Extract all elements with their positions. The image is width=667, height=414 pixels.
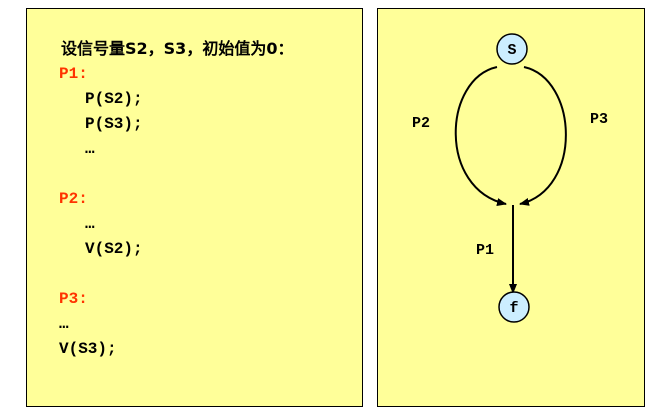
p2-line-1: … — [85, 215, 95, 233]
node-f — [498, 291, 530, 323]
node-s-label: S — [507, 42, 516, 59]
p1-line-1: P(S2); — [85, 90, 143, 108]
code-panel: 设信号量S2，S3，初始值为0： P1: P(S2); P(S3); … P2:… — [26, 8, 363, 407]
precedence-graph: S f P2 P3 P1 — [412, 33, 608, 323]
edge-p3-label: P3 — [590, 111, 608, 128]
node-f-label: f — [509, 300, 518, 317]
precedence-graph-panel: S f P2 P3 P1 — [377, 8, 645, 407]
p3-line-2: V(S3); — [59, 340, 117, 358]
p1-label: P1: — [59, 65, 88, 83]
p2-line-2: V(S2); — [85, 240, 143, 258]
semaphore-heading: 设信号量S2，S3，初始值为0： — [61, 39, 294, 58]
edge-p1-label: P1 — [476, 242, 494, 259]
edge-p2-label: P2 — [412, 115, 430, 132]
p2-label: P2: — [59, 190, 88, 208]
edge-p2 — [454, 66, 507, 206]
p1-line-3: … — [85, 140, 95, 158]
p3-line-1: … — [59, 315, 69, 333]
p1-line-2: P(S3); — [85, 115, 143, 133]
node-s — [496, 33, 528, 65]
edge-p3 — [519, 66, 567, 206]
p3-label: P3: — [59, 290, 88, 308]
